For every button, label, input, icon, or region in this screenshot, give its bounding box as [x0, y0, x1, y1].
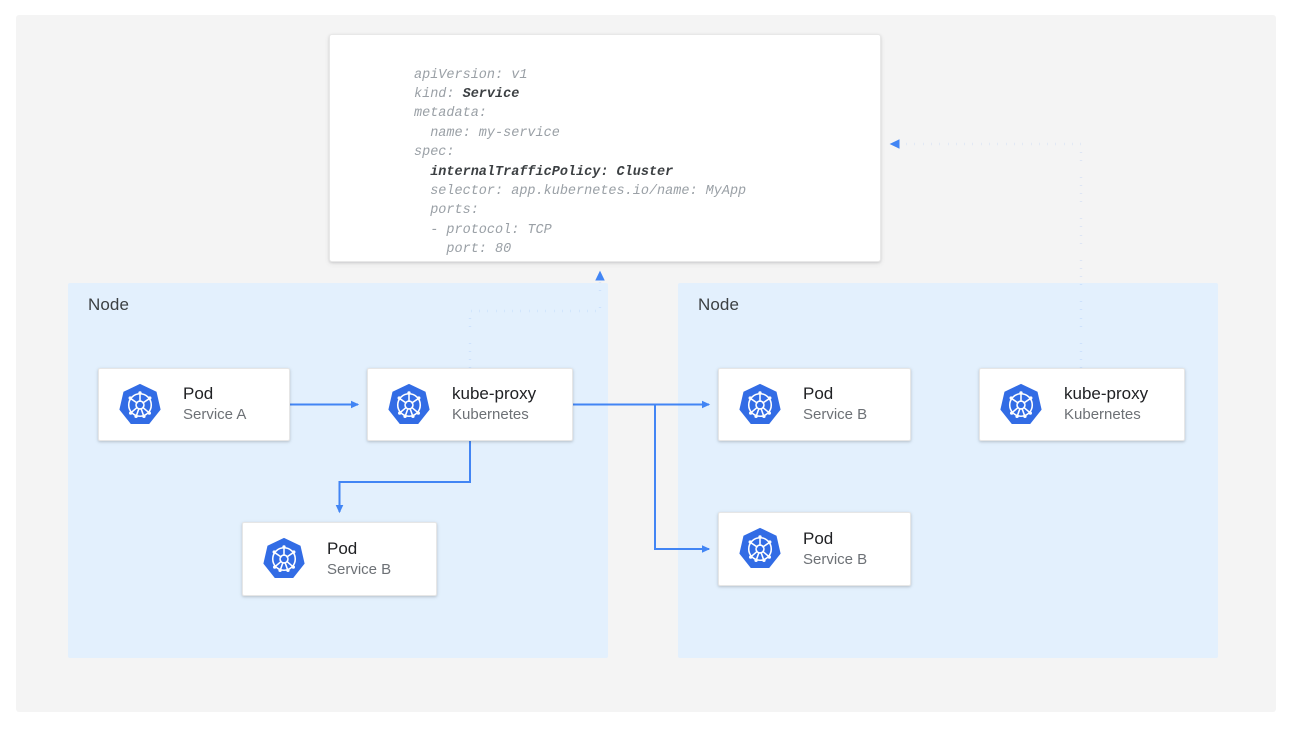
kubernetes-icon — [263, 537, 305, 578]
node-group-left: Node — [68, 283, 608, 658]
card-title: Pod — [183, 384, 214, 404]
card-subtitle: Service B — [327, 560, 392, 578]
node-label-right: Node — [698, 295, 740, 314]
card-pod-service-b-bottom-right[interactable]: Pod Service B — [718, 512, 911, 586]
kubernetes-icon — [119, 383, 161, 424]
card-title: kube-proxy — [452, 384, 537, 404]
card-text: kube-proxy Kubernetes — [452, 384, 536, 424]
card-text: Pod Service B — [327, 539, 391, 579]
service-manifest-panel: apiVersion: v1 kind: Service metadata: n… — [329, 34, 881, 262]
card-pod-service-a[interactable]: Pod Service A — [98, 368, 290, 441]
card-title: Pod — [803, 528, 834, 548]
card-subtitle: Service B — [803, 550, 868, 568]
card-subtitle: Kubernetes — [1064, 406, 1141, 424]
card-subtitle: Service B — [803, 406, 868, 424]
card-text: kube-proxy Kubernetes — [1064, 384, 1148, 424]
card-text: Pod Service B — [803, 529, 867, 569]
card-pod-service-b-top-right[interactable]: Pod Service B — [718, 368, 911, 441]
node-label-left: Node — [88, 295, 130, 314]
card-text: Pod Service B — [803, 384, 867, 424]
card-text: Pod Service A — [183, 384, 246, 424]
kubernetes-icon — [388, 383, 430, 424]
kubernetes-icon — [739, 383, 781, 424]
kubernetes-icon — [739, 527, 781, 568]
node-group-right: Node — [678, 283, 1218, 658]
card-kube-proxy-left[interactable]: kube-proxy Kubernetes — [367, 368, 573, 441]
card-pod-service-b-left[interactable]: Pod Service B — [242, 522, 437, 596]
kubernetes-icon — [1000, 383, 1042, 424]
card-kube-proxy-right[interactable]: kube-proxy Kubernetes — [979, 368, 1185, 441]
card-title: Pod — [803, 384, 834, 404]
card-title: Pod — [327, 538, 358, 558]
service-manifest-code: apiVersion: v1 kind: Service metadata: n… — [414, 67, 747, 258]
card-subtitle: Service A — [183, 406, 247, 424]
card-subtitle: Kubernetes — [452, 406, 529, 424]
card-title: kube-proxy — [1064, 384, 1149, 404]
